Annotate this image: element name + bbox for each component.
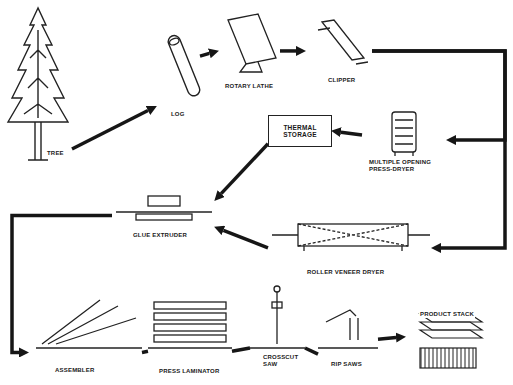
crosscut-saw-figure <box>272 302 282 308</box>
product-stack-figure <box>420 330 482 338</box>
rotary-lathe-figure <box>228 14 276 72</box>
roller-dryer-figure <box>304 246 402 251</box>
process-station: PRODUCT STACK <box>405 300 490 375</box>
log-figure <box>166 34 201 98</box>
press-dryer-figure <box>395 120 413 144</box>
press-laminator-figure <box>148 347 232 348</box>
crosscut-saw-figure <box>250 286 305 348</box>
crosscut-saw-figure <box>250 347 305 348</box>
tree-figure <box>8 8 68 160</box>
station-label: GLUE EXTRUDER <box>132 232 188 239</box>
flow-arrow <box>372 51 505 140</box>
clipper-figure <box>318 20 368 64</box>
rip-saws-figure <box>350 318 358 340</box>
log-figure <box>168 37 180 46</box>
assembler-figure <box>42 300 136 344</box>
roller-dryer-figure <box>298 224 408 246</box>
tree-figure <box>8 8 68 122</box>
press-dryer-figure <box>392 112 416 152</box>
flow-arrow <box>305 348 318 354</box>
product-stack-figure <box>420 314 482 368</box>
flow-arrow <box>280 49 296 53</box>
crosscut-saw-figure <box>276 292 277 344</box>
process-station: PRESS LAMINATOR <box>148 295 232 377</box>
process-station: ROLLER VENEER DRYER <box>268 218 432 278</box>
assembler-figure <box>36 347 142 348</box>
press-laminator-figure <box>154 302 226 309</box>
flow-arrow <box>372 51 505 248</box>
flow-arrow <box>223 230 268 248</box>
press-laminator-figure <box>148 302 232 348</box>
station-label: CLIPPER <box>327 77 356 84</box>
tree-figure <box>24 30 52 118</box>
process-station: ASSEMBLER <box>28 280 142 376</box>
station-label: PRODUCT STACK <box>419 311 475 318</box>
glue-extruder-figure <box>116 211 212 212</box>
press-dryer-figure <box>395 152 413 156</box>
log-figure <box>166 34 201 98</box>
process-station: TREE <box>2 5 72 165</box>
glue-extruder-figure <box>136 214 192 220</box>
assembler-figure <box>36 300 142 348</box>
press-laminator-figure <box>154 324 226 331</box>
roller-dryer-figure <box>298 224 408 246</box>
flow-arrow <box>221 144 268 194</box>
station-label: MULTIPLE OPENING PRESS-DRYER <box>368 159 442 173</box>
glue-extruder-figure <box>116 196 212 220</box>
process-station: RIP SAWS <box>318 300 378 370</box>
press-laminator-figure <box>154 335 226 342</box>
press-dryer-figure <box>392 112 416 156</box>
station-label: ASSEMBLER <box>54 367 95 374</box>
clipper-figure <box>318 28 368 64</box>
process-station: LOG <box>156 30 200 120</box>
roller-dryer-figure <box>272 224 430 251</box>
process-station: GLUE EXTRUDER <box>112 190 215 241</box>
station-label: ROTARY LATHE <box>224 83 274 90</box>
station-label: CROSSCUT SAW <box>262 354 300 368</box>
process-station: CROSSCUT SAW <box>250 282 305 372</box>
flow-arrow <box>12 215 112 352</box>
flow-arrow <box>341 132 362 135</box>
station-label: LOG <box>170 111 186 118</box>
product-stack-figure <box>420 322 482 330</box>
rotary-lathe-figure <box>240 62 262 72</box>
process-station: MULTIPLE OPENING PRESS-DRYER <box>362 105 447 182</box>
station-label: TREE <box>46 150 65 157</box>
flow-arrow <box>72 110 148 149</box>
product-stack-figure <box>420 348 476 368</box>
glue-extruder-figure <box>148 196 180 206</box>
rip-saws-figure <box>326 310 356 322</box>
crosscut-saw-figure <box>274 286 280 292</box>
station-label: THERMAL STORAGE <box>272 124 328 139</box>
rotary-lathe-figure <box>228 14 276 64</box>
process-station: ROTARY LATHE <box>218 10 280 92</box>
press-laminator-figure <box>154 313 226 320</box>
tree-figure <box>28 122 48 160</box>
flow-arrow <box>200 53 209 56</box>
flow-arrow <box>232 348 250 351</box>
process-station: CLIPPER <box>305 16 372 86</box>
flow-arrow <box>378 338 396 340</box>
rip-saws-figure <box>318 310 378 348</box>
roller-dryer-figure <box>272 234 430 235</box>
clipper-figure <box>322 20 364 60</box>
flow-arrow <box>142 351 148 352</box>
storage-box: THERMAL STORAGE <box>268 115 332 147</box>
station-label: ROLLER VENEER DRYER <box>306 269 385 276</box>
station-label: RIP SAWS <box>330 361 363 368</box>
rip-saws-figure <box>318 347 378 348</box>
station-label: PRESS LAMINATOR <box>158 368 220 375</box>
